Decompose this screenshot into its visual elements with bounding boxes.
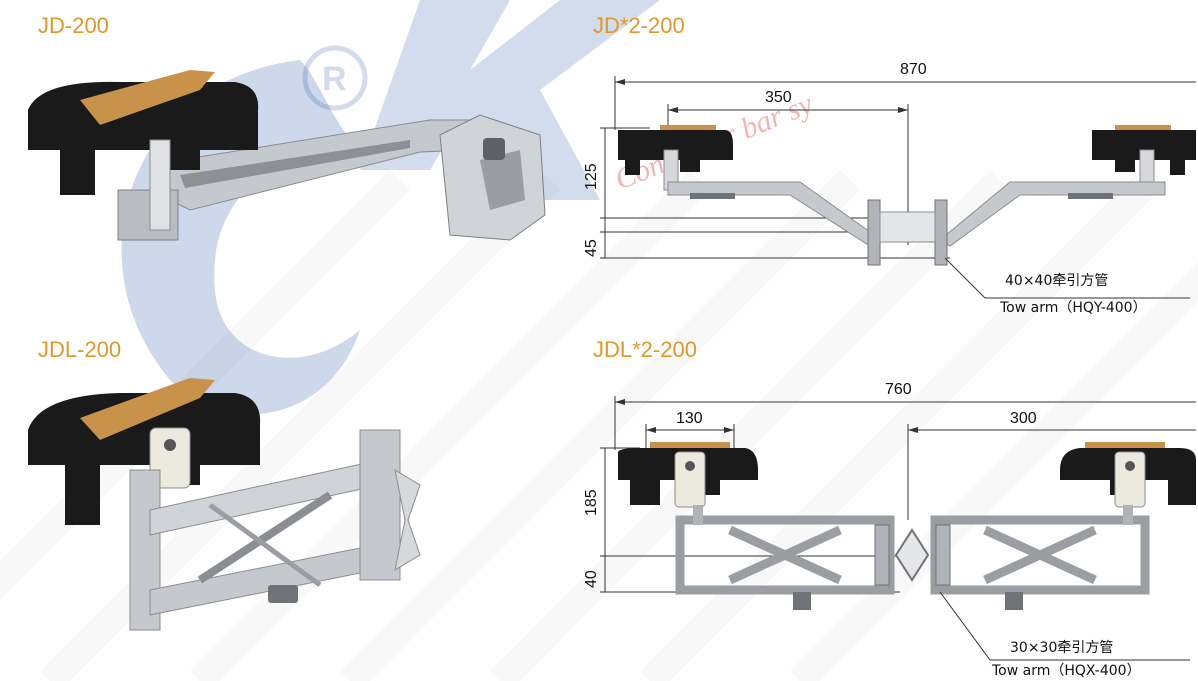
callout-jd-2-200 xyxy=(944,257,1190,299)
panel-title-jdl-2-200: JDL*2-200 xyxy=(593,337,697,362)
tow-arm-jd-2-200 xyxy=(667,181,1166,266)
callout-cn-jd-2-200: 40×40牵引方管 xyxy=(1005,273,1108,289)
dim-height-jd-2-200: 125 xyxy=(583,163,600,190)
dim-right-jdl-2-200: 300 xyxy=(1010,410,1037,427)
panel-jdl-200: JDL-200 xyxy=(28,337,421,631)
registered-mark-r: R xyxy=(322,60,347,98)
panel-jd-2-200: JD*2-200 870 350 125 45 xyxy=(583,13,1196,316)
dim-left-jdl-2-200: 130 xyxy=(676,410,703,427)
dim-height-jdl-2-200: 185 xyxy=(583,489,600,516)
collector-right-jdl-2-200 xyxy=(1060,442,1196,508)
panel-jd-200: JD-200 xyxy=(28,13,546,241)
collector-right-jd-2-200 xyxy=(1092,125,1196,191)
collector-photo-jd-200 xyxy=(28,70,546,241)
dim-offset-jd-2-200: 350 xyxy=(765,89,792,106)
callout-en-jd-2-200: Tow arm（HQY-400） xyxy=(999,300,1147,316)
panel-title-jd-200: JD-200 xyxy=(38,13,109,38)
callout-jdl-2-200 xyxy=(939,591,1190,661)
collector-left-jdl-2-200 xyxy=(618,442,758,508)
collector-photo-jdl-200 xyxy=(28,378,421,631)
panel-jdl-2-200: JDL*2-200 760 130 300 185 40 xyxy=(583,337,1196,679)
dim-total-jdl-2-200: 760 xyxy=(885,381,912,398)
dim-total-jd-2-200: 870 xyxy=(900,61,927,78)
callout-cn-jdl-2-200: 30×30牵引方管 xyxy=(1010,640,1113,656)
tow-frame-jdl-2-200 xyxy=(675,505,1150,610)
dim-arm-jdl-2-200: 40 xyxy=(583,570,600,588)
registered-mark-circle xyxy=(302,45,368,111)
collector-left-jd-2-200 xyxy=(618,125,733,191)
panel-title-jd-2-200: JD*2-200 xyxy=(593,13,685,38)
callout-en-jdl-2-200: Tow arm（HQX-400） xyxy=(991,663,1141,679)
panel-title-jdl-200: JDL-200 xyxy=(38,337,121,362)
dim-arm-jd-2-200: 45 xyxy=(583,239,600,257)
